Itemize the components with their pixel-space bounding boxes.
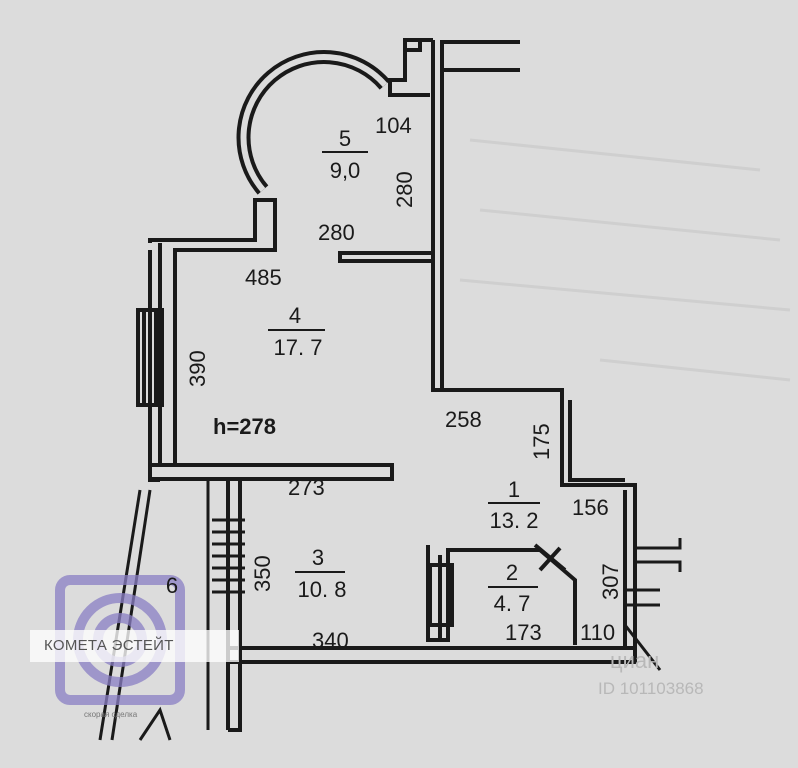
dim-110: 110 bbox=[580, 620, 615, 645]
site-mark: циан bbox=[610, 648, 659, 673]
background-texture bbox=[459, 138, 791, 382]
right-stub bbox=[623, 538, 682, 671]
room-3-area: 10. 8 bbox=[298, 577, 347, 602]
dim-175: 175 bbox=[529, 423, 554, 460]
room-3-number: 3 bbox=[312, 545, 324, 570]
dim-390: 390 bbox=[185, 350, 210, 387]
dim-307: 307 bbox=[598, 563, 623, 600]
room-5-area: 9,0 bbox=[330, 158, 361, 183]
dim-485: 485 bbox=[245, 265, 282, 290]
dim-104: 104 bbox=[375, 113, 412, 138]
listing-watermark: циан ID 101103868 bbox=[598, 648, 704, 698]
room-4-number: 4 bbox=[289, 303, 301, 328]
room-1-area: 13. 2 bbox=[490, 508, 539, 533]
dim-258: 258 bbox=[445, 407, 482, 432]
interior-walls bbox=[148, 251, 637, 732]
bay-window-arc bbox=[236, 50, 391, 195]
dim-340: 340 bbox=[312, 628, 349, 653]
ceiling-height: h=278 bbox=[213, 414, 276, 439]
room-4-area: 17. 7 bbox=[274, 335, 323, 360]
dim-280-horizontal: 280 bbox=[318, 220, 355, 245]
dim-350: 350 bbox=[250, 555, 275, 592]
room-6-number: 6 bbox=[166, 573, 178, 598]
dim-280-vertical: 280 bbox=[392, 171, 417, 208]
listing-id: ID 101103868 bbox=[598, 679, 704, 698]
room-1-number: 1 bbox=[508, 477, 520, 502]
dimension-labels: 104 280 280 485 390 258 175 273 156 350 … bbox=[185, 113, 623, 653]
room-labels: 5 9,0 4 17. 7 3 10. 8 1 13. 2 2 4. 7 6 bbox=[166, 126, 540, 616]
room-2-area: 4. 7 bbox=[494, 591, 531, 616]
room-2-number: 2 bbox=[506, 560, 518, 585]
dim-173: 173 bbox=[505, 620, 542, 645]
agency-name-box: КОМЕТА ЭСТЕЙТ bbox=[30, 630, 239, 662]
room-5-number: 5 bbox=[339, 126, 351, 151]
dim-273: 273 bbox=[288, 475, 325, 500]
agency-tagline: скорая сделка bbox=[84, 710, 138, 719]
dim-156: 156 bbox=[572, 495, 609, 520]
